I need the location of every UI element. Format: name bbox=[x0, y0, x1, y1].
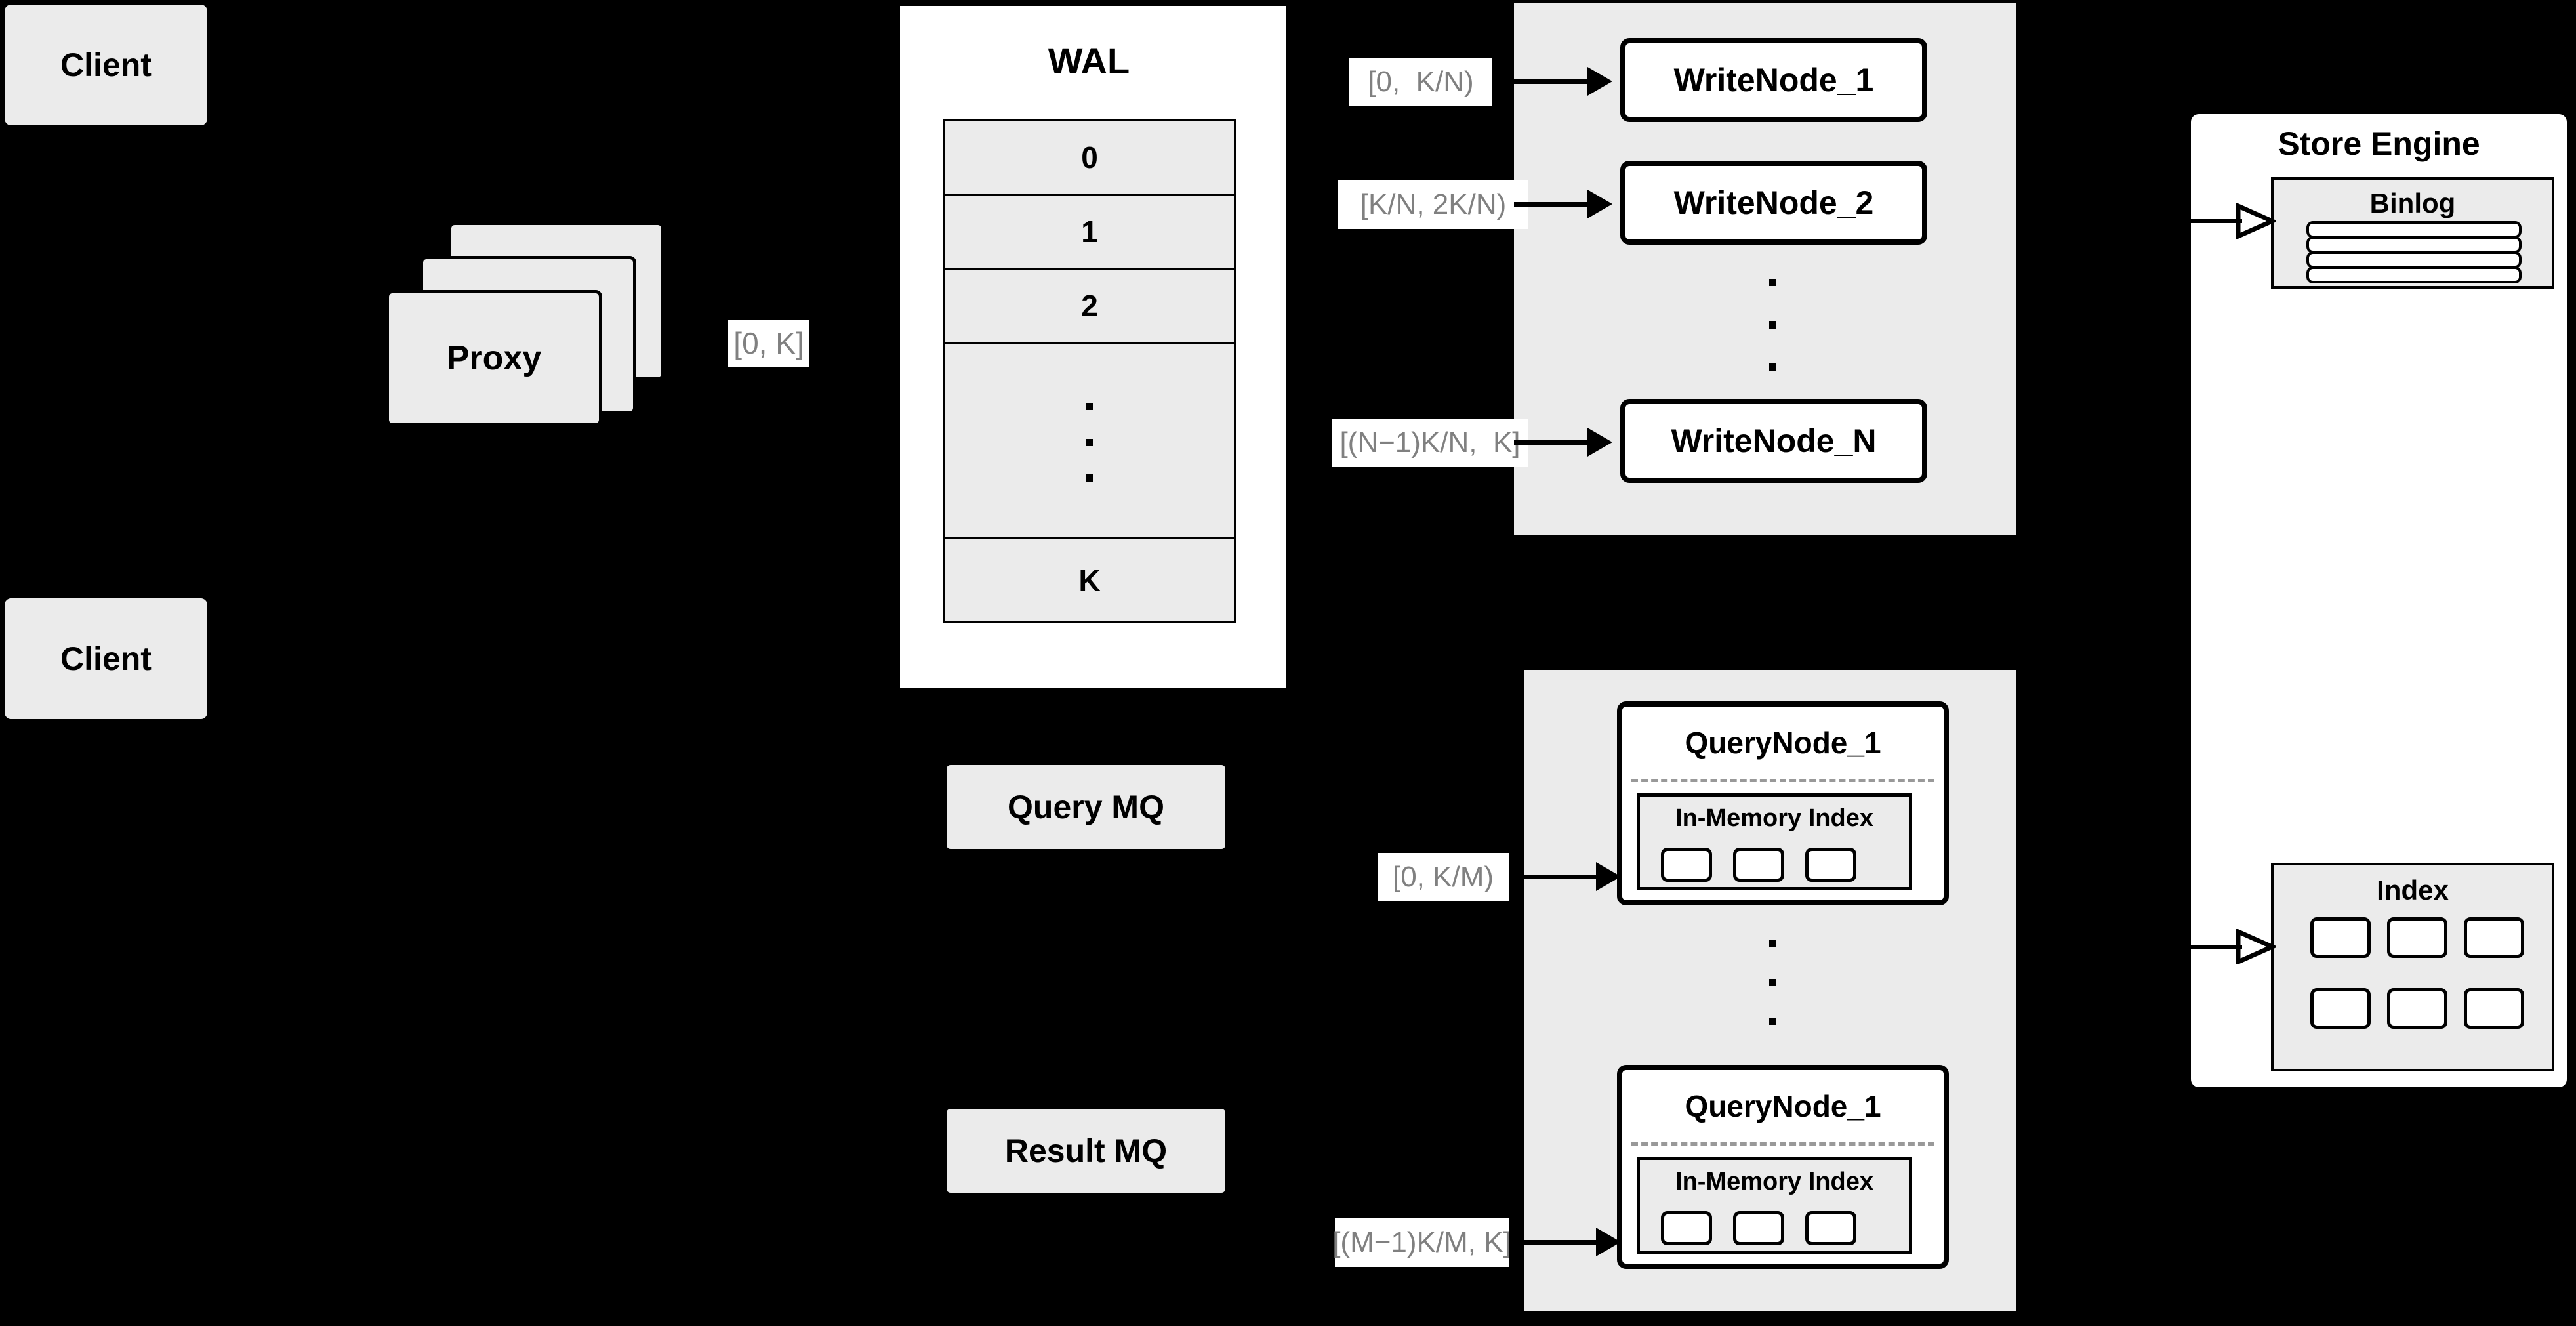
arrow-head-write-n bbox=[1587, 428, 1612, 457]
index-cell bbox=[1733, 1211, 1784, 1245]
edge-label-write-range-2: [K/N, 2K/N) bbox=[1338, 180, 1528, 229]
write-node-1[interactable]: WriteNode_1 bbox=[1620, 38, 1927, 122]
arrow-line-to-index bbox=[2188, 945, 2242, 949]
index-cell bbox=[1661, 1211, 1712, 1245]
wal-row: 2 bbox=[945, 270, 1234, 344]
index-cell bbox=[2310, 988, 2371, 1029]
arrow-line-write-2 bbox=[1514, 202, 1593, 207]
query-node-2-label: QueryNode_1 bbox=[1685, 1089, 1881, 1123]
wal-vertical-ellipsis-icon bbox=[1086, 403, 1093, 482]
query-node-1-in-memory-index-label: In-Memory Index bbox=[1675, 804, 1873, 832]
edge-label-query-range-m: [(M−1)K/M, K] bbox=[1332, 1218, 1511, 1267]
wal-row: 1 bbox=[945, 196, 1234, 270]
client-node-2-label: Client bbox=[60, 640, 152, 677]
arrow-head-open-index-icon bbox=[2236, 929, 2276, 964]
binlog-slot bbox=[2306, 236, 2522, 253]
index-cell bbox=[2387, 988, 2447, 1029]
index-cell bbox=[1805, 1211, 1856, 1245]
index-cell bbox=[2464, 988, 2524, 1029]
query-node-2-in-memory-index-label: In-Memory Index bbox=[1675, 1168, 1873, 1195]
query-node-2-divider bbox=[1631, 1142, 1934, 1146]
write-node-n-label: WriteNode_N bbox=[1671, 423, 1877, 459]
arrow-head-write-1 bbox=[1587, 67, 1612, 96]
index-cell bbox=[1805, 848, 1856, 882]
proxy-label: Proxy bbox=[446, 339, 542, 377]
arrow-head-query-m bbox=[1596, 1228, 1621, 1256]
edge-label-query-range-1: [0, K/M) bbox=[1378, 853, 1509, 901]
binlog-title: Binlog bbox=[2369, 188, 2456, 218]
index-cell bbox=[2310, 917, 2371, 958]
query-node-1-divider bbox=[1631, 779, 1934, 782]
proxy-node[interactable]: Proxy bbox=[386, 290, 602, 426]
index-cell bbox=[1661, 848, 1712, 882]
write-node-1-label: WriteNode_1 bbox=[1673, 62, 1874, 98]
arrow-head-open-binlog-icon bbox=[2236, 203, 2276, 239]
write-node-2-label: WriteNode_2 bbox=[1673, 184, 1874, 221]
arrow-head-write-2 bbox=[1587, 190, 1612, 218]
client-node-1-label: Client bbox=[60, 47, 152, 83]
query-node-2-in-memory-index: In-Memory Index bbox=[1637, 1157, 1912, 1254]
edge-label-proxy-to-wal: [0, K] bbox=[728, 320, 809, 367]
query-node-1[interactable]: QueryNode_1 In-Memory Index bbox=[1617, 701, 1949, 905]
binlog-slot bbox=[2306, 266, 2522, 283]
write-node-2[interactable]: WriteNode_2 bbox=[1620, 161, 1927, 245]
index-cell bbox=[2464, 917, 2524, 958]
query-node-1-label: QueryNode_1 bbox=[1685, 726, 1881, 760]
edge-label-write-range-n: [(N−1)K/N, K] bbox=[1332, 419, 1528, 467]
arrow-head-query-1 bbox=[1596, 862, 1621, 891]
index-cell bbox=[1733, 848, 1784, 882]
arrow-line-write-1 bbox=[1514, 79, 1593, 84]
client-node-2[interactable]: Client bbox=[5, 598, 207, 719]
wal-row: 0 bbox=[945, 121, 1234, 196]
arrow-line-write-n bbox=[1514, 440, 1593, 445]
arrow-line-to-binlog bbox=[2188, 219, 2242, 223]
wal-row-ellipsis bbox=[945, 344, 1234, 539]
edge-label-write-range-1: [0, K/N) bbox=[1349, 58, 1492, 106]
store-engine-title: Store Engine bbox=[2278, 125, 2480, 162]
query-cluster-vertical-ellipsis-icon bbox=[1769, 940, 1776, 1025]
write-node-n[interactable]: WriteNode_N bbox=[1620, 399, 1927, 483]
index-title: Index bbox=[2377, 875, 2449, 905]
write-cluster-vertical-ellipsis-icon bbox=[1769, 279, 1776, 371]
result-mq-node[interactable]: Result MQ bbox=[947, 1109, 1225, 1193]
wal-log-table: 0 1 2 K bbox=[943, 119, 1236, 623]
index-cell bbox=[2387, 917, 2447, 958]
wal-row: K bbox=[1078, 564, 1101, 598]
query-mq-node[interactable]: Query MQ bbox=[947, 765, 1225, 849]
query-node-1-in-memory-index: In-Memory Index bbox=[1637, 793, 1912, 890]
query-mq-label: Query MQ bbox=[1008, 789, 1164, 825]
arrow-line-query-1 bbox=[1524, 875, 1601, 879]
arrow-line-query-m bbox=[1524, 1240, 1601, 1245]
query-node-2[interactable]: QueryNode_1 In-Memory Index bbox=[1617, 1065, 1949, 1269]
result-mq-label: Result MQ bbox=[1004, 1132, 1168, 1169]
index-group: Index bbox=[2271, 863, 2554, 1071]
wal-title: WAL bbox=[1048, 40, 1130, 81]
client-node-1[interactable]: Client bbox=[5, 5, 207, 125]
